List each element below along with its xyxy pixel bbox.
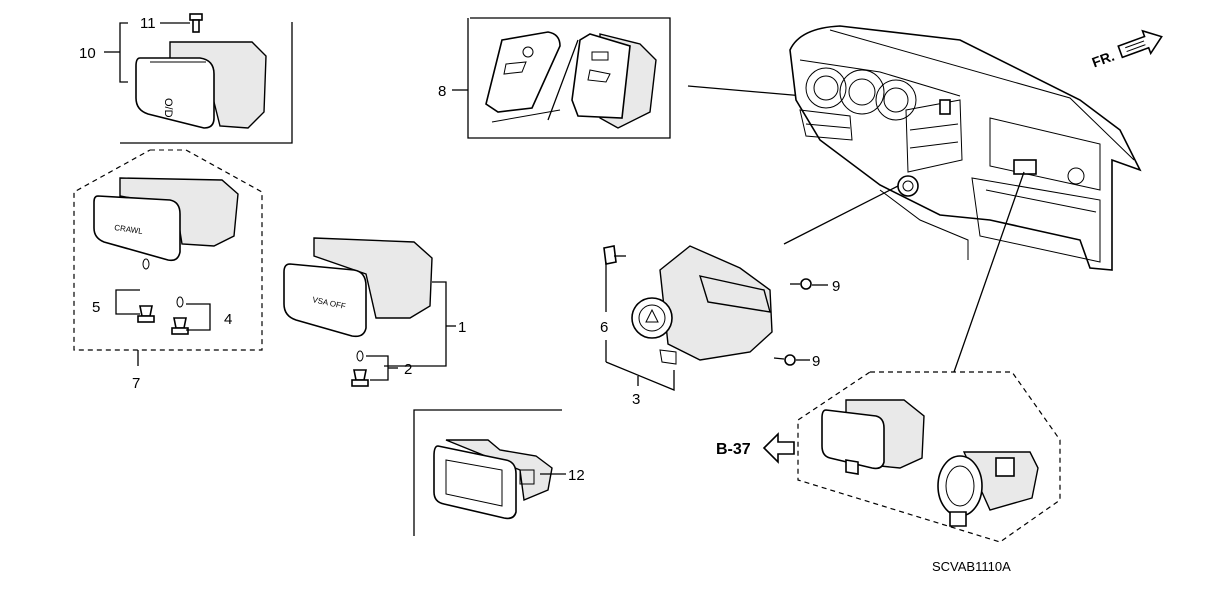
part-group-7: CRAWL 5 4 7: [73, 149, 263, 392]
bulb-4: [171, 296, 211, 335]
switch-8-left: [485, 31, 561, 123]
screw-6: [603, 245, 626, 265]
callout-11: 11: [140, 15, 156, 32]
callout-6: 6: [600, 319, 608, 336]
switch-crawl-label: CRAWL: [114, 223, 144, 236]
switch-crawl: CRAWL: [93, 177, 239, 262]
part-group-10: O/D 10 11: [79, 13, 293, 144]
part-group-b37: B-37: [716, 371, 1061, 543]
hazard-switch: [631, 245, 773, 365]
callout-9-lower: 9: [812, 353, 820, 370]
part-group-3: 6 3 9 9: [600, 245, 840, 408]
reference-arrow: [762, 432, 795, 464]
switch-vsa-off: VSA OFF: [283, 237, 433, 338]
callout-5: 5: [92, 299, 100, 316]
callout-8: 8: [438, 83, 446, 100]
callout-4: 4: [224, 311, 232, 328]
callout-3: 3: [632, 391, 640, 408]
callout-7: 7: [132, 375, 140, 392]
leader-lower-group: [953, 171, 1025, 373]
diagram-code: SCVAB1110A: [932, 559, 1011, 574]
bulb-2: [351, 350, 389, 387]
svg-text:O/D: O/D: [162, 98, 174, 118]
callout-2: 2: [404, 361, 412, 378]
bulb-5: [115, 258, 155, 323]
screw-9-upper: [790, 278, 812, 290]
callout-1: 1: [458, 319, 466, 336]
part-group-8: 8: [438, 17, 671, 139]
switch-10: O/D: [135, 41, 267, 129]
leader-3: [783, 185, 899, 245]
socket-lower-right: [937, 451, 1039, 527]
bezel-12: [433, 439, 553, 520]
switch-lower-right: [821, 399, 925, 475]
screw-11: [189, 13, 203, 33]
callout-10: 10: [79, 45, 96, 62]
front-label: FR.: [1090, 48, 1117, 71]
callout-12: 12: [568, 467, 585, 484]
switch-8-right: [571, 33, 657, 129]
reference-label: B-37: [716, 441, 751, 458]
screw-9-lower: [773, 354, 796, 366]
dashboard-illustration: [789, 25, 1142, 271]
part-group-1: VSA OFF 1 2: [283, 237, 466, 387]
callout-9-upper: 9: [832, 278, 840, 295]
front-arrow: FR.: [1090, 29, 1163, 71]
part-group-12: 12: [413, 409, 585, 536]
